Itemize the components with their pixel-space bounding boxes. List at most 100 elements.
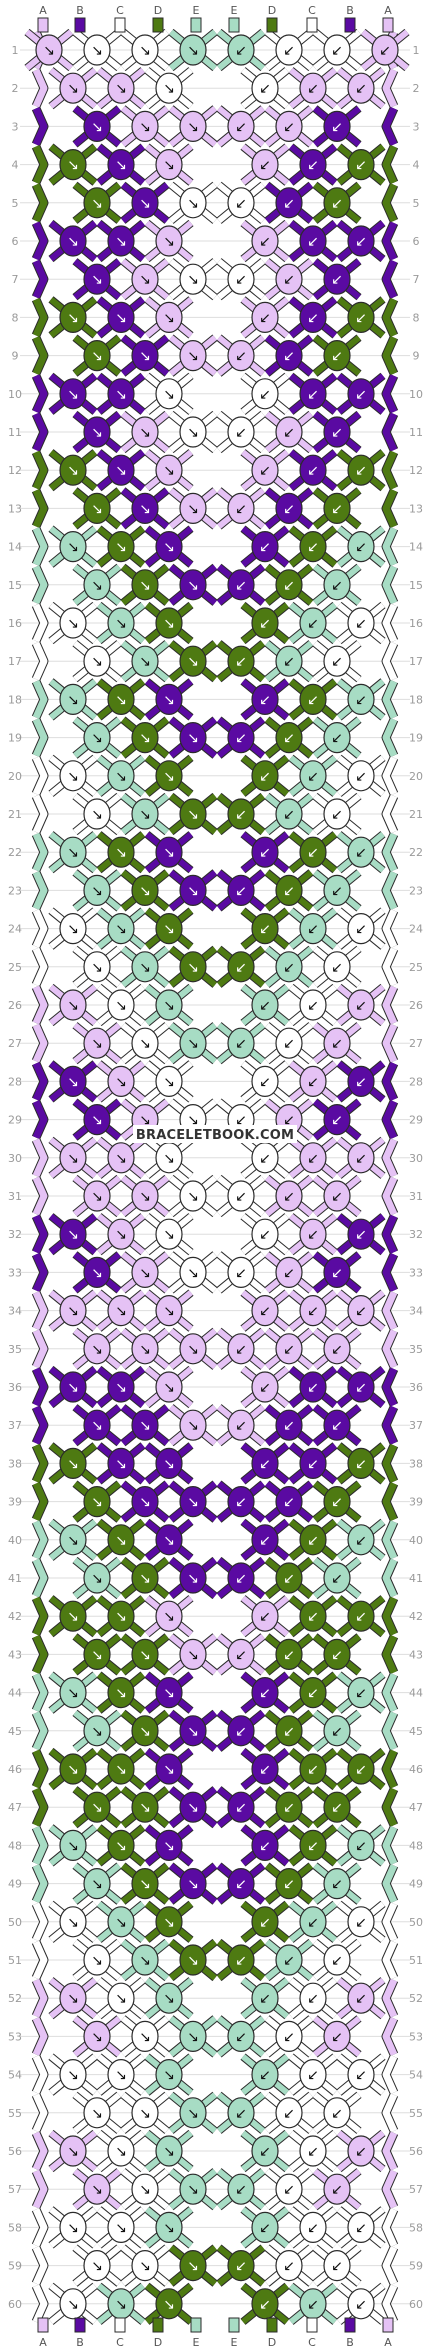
knot-arrow-icon: ↘: [115, 387, 127, 403]
knot: [59, 2211, 87, 2243]
knot: [59, 1982, 87, 2014]
edge-strand-left: [32, 1329, 48, 1369]
knot: [227, 721, 255, 754]
string-swatch-bottom: [74, 2317, 86, 2333]
knot: [179, 2020, 207, 2053]
knot: [107, 1829, 135, 1862]
string-letter-bottom: C: [308, 2336, 316, 2349]
knot-arrow-icon: ↙: [355, 922, 367, 938]
knot: [251, 1447, 279, 1480]
knot: [347, 1065, 375, 1098]
knot-arrow-icon: ↙: [283, 1342, 295, 1358]
knot-arrow-icon: ↙: [355, 1074, 367, 1090]
edge-strand-right: [382, 1367, 398, 1407]
knot-arrow-icon: ↘: [67, 158, 79, 174]
knot: [347, 1142, 375, 1174]
edge-strand-left: [32, 527, 48, 567]
knot-arrow-icon: ↙: [259, 310, 271, 326]
knot: [155, 1982, 183, 2014]
edge-strand-right: [382, 2169, 398, 2209]
knot-arrow-icon: ↙: [355, 387, 367, 403]
knot: [347, 607, 375, 639]
knot: [107, 2135, 135, 2167]
edge-strand-right: [382, 1405, 398, 1445]
knot: [275, 1180, 303, 1212]
knot-arrow-icon: ↘: [187, 1877, 199, 1893]
string-swatch-bottom: [152, 2317, 164, 2333]
knot-arrow-icon: ↙: [259, 2297, 271, 2313]
knot-arrow-icon: ↙: [259, 1304, 271, 1320]
knot-arrow-icon: ↙: [283, 2106, 295, 2122]
edge-strand-right: [382, 2131, 398, 2171]
knot: [275, 1409, 303, 1441]
knot: [107, 1753, 135, 1785]
knot: [83, 1180, 111, 1212]
knot: [131, 798, 159, 830]
knot-arrow-icon: ↘: [115, 2144, 127, 2160]
row-number-left: 30: [8, 1152, 22, 1165]
edge-strand-right: [382, 909, 398, 949]
knot: [251, 2288, 279, 2320]
knot-arrow-icon: ↘: [163, 922, 175, 938]
string-letter-bottom: C: [116, 2336, 124, 2349]
knot-arrow-icon: ↙: [235, 2182, 247, 2198]
edge-strand-left: [32, 603, 48, 643]
knot-arrow-icon: ↘: [67, 616, 79, 632]
knot-arrow-icon: ↙: [235, 119, 247, 135]
knot: [227, 2020, 255, 2053]
row-number-right: 41: [409, 1572, 423, 1585]
knot: [227, 263, 255, 295]
knot: [155, 72, 183, 104]
knot: [59, 989, 87, 1021]
knot: [251, 378, 279, 410]
row-number-right: 11: [409, 426, 423, 439]
knot: [83, 721, 111, 754]
knot-arrow-icon: ↘: [163, 616, 175, 632]
knot-arrow-icon: ↙: [259, 2068, 271, 2084]
knot: [107, 378, 135, 410]
knot: [59, 760, 87, 792]
row-number-left: 59: [8, 2260, 22, 2273]
edge-strand-right: [382, 106, 398, 146]
knot-arrow-icon: ↘: [163, 2220, 175, 2236]
edge-strand-left: [32, 221, 48, 261]
edge-strand-right: [382, 68, 398, 108]
knot: [59, 1142, 87, 1174]
knot-arrow-icon: ↘: [139, 2182, 151, 2198]
knot-arrow-icon: ↘: [91, 2182, 103, 2198]
edge-strand-left: [32, 832, 48, 872]
row-number-left: 17: [8, 655, 22, 668]
knot: [179, 569, 207, 601]
knot-arrow-icon: ↘: [115, 81, 127, 97]
knot: [299, 607, 327, 639]
knot-arrow-icon: ↙: [283, 1113, 295, 1129]
knot-arrow-icon: ↘: [187, 1647, 199, 1663]
knot: [299, 1676, 327, 1709]
knot-arrow-icon: ↙: [259, 845, 271, 861]
edge-strand-right: [382, 2246, 398, 2286]
knot: [275, 1562, 303, 1594]
row-number-right: 6: [413, 235, 420, 248]
knot: [179, 2097, 207, 2129]
string-letter-top: E: [193, 4, 200, 17]
row-number-right: 55: [409, 2107, 423, 2120]
knot-arrow-icon: ↙: [355, 1991, 367, 2007]
knot-arrow-icon: ↙: [355, 2297, 367, 2313]
knot-arrow-icon: ↘: [67, 2297, 79, 2313]
knot-arrow-icon: ↘: [187, 43, 199, 59]
row-number-right: 57: [409, 2183, 423, 2196]
knot: [251, 1294, 279, 1327]
knot-arrow-icon: ↘: [139, 1495, 151, 1511]
row-number-left: 5: [12, 197, 19, 210]
knot-arrow-icon: ↙: [235, 1342, 247, 1358]
edge-strand-left: [32, 1482, 48, 1522]
knot-arrow-icon: ↙: [307, 616, 319, 632]
knot-arrow-icon: ↘: [187, 1724, 199, 1740]
knot-arrow-icon: ↘: [163, 1074, 175, 1090]
edge-strand-right: [382, 1100, 398, 1140]
knot: [227, 2250, 255, 2282]
knot: [83, 1944, 111, 1976]
knot: [107, 1676, 135, 1709]
knot-arrow-icon: ↙: [283, 1877, 295, 1893]
edge-strand-right: [382, 2284, 398, 2324]
